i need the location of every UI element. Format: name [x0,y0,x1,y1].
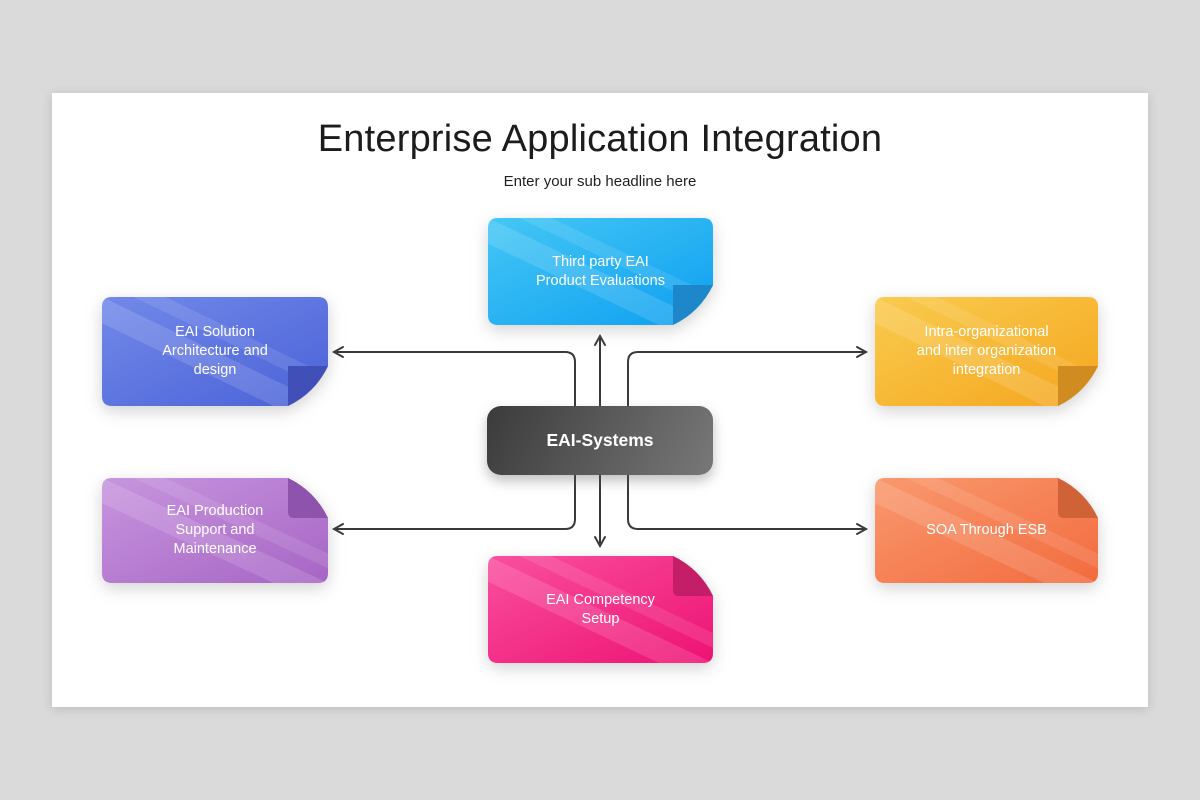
folded-card-shape [102,478,328,583]
center-node-label: EAI-Systems [546,430,654,450]
fold-flap [673,556,713,596]
arrowhead-right-bottom [856,523,869,535]
node-label: SOA Through ESB [926,522,1047,538]
node-eai-production-support-and-maintenance: EAI Production Support and Maintenance [102,478,328,583]
folded-card-shape [875,297,1098,406]
arrowhead-up [594,333,606,346]
folded-card-shape [875,478,1098,583]
node-eai-competency-setup: EAI Competency Setup [488,556,713,663]
node-third-party-eai-product-evaluations: Third party EAI Product Evaluations [488,218,713,325]
node-eai-solution-architecture-and-design: EAI Solution Architecture and design [102,297,328,406]
folded-card-shape [488,218,713,325]
arrowhead-right-top [856,346,869,358]
node-label: Intra-organizational and inter organizat… [916,324,1057,378]
folded-card-shape [102,297,328,406]
page-subtitle: Enter your sub headline here [503,173,697,190]
arrowhead-left-top [331,346,344,358]
node-label: EAI Competency Setup [546,591,655,627]
arrowhead-down [594,536,606,549]
arrowhead-left-bottom [331,523,344,535]
fold-flap [1058,366,1098,406]
node-label: EAI Production Support and Maintenance [166,503,264,557]
node-label: Third party EAI Product Evaluations [536,253,665,289]
fold-flap [288,366,328,406]
folded-card-shape [488,556,713,663]
node-label: EAI Solution Architecture and design [162,324,268,378]
page-title: Enterprise Application Integration [317,118,883,160]
node-eai-systems: EAI-Systems [487,406,713,475]
node-soa-through-esb: SOA Through ESB [875,478,1098,583]
node-intra-organizational-integration: Intra-organizational and inter organizat… [875,297,1098,406]
fold-flap [288,478,328,518]
fold-flap [673,285,713,325]
fold-flap [1058,478,1098,518]
